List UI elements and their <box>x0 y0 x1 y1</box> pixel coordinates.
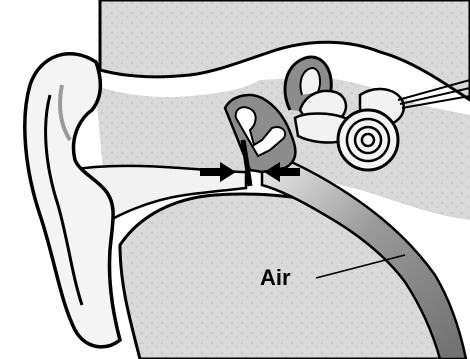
air-label: Air <box>260 267 291 289</box>
cochlea <box>338 110 398 170</box>
